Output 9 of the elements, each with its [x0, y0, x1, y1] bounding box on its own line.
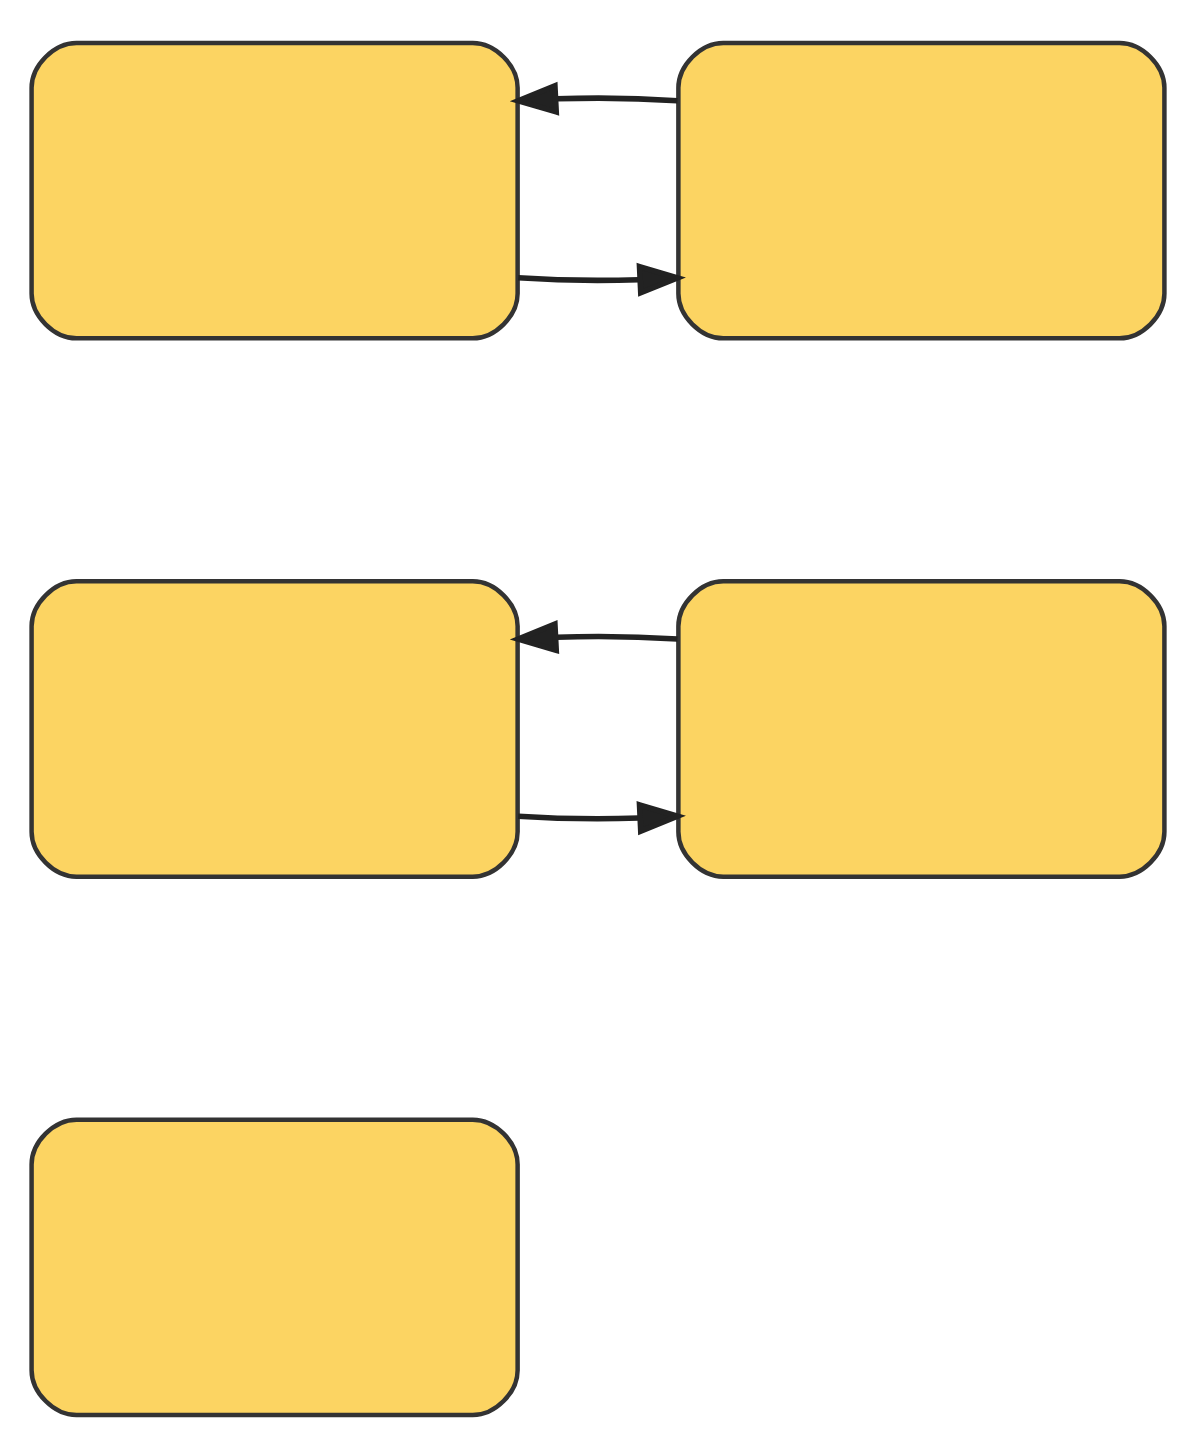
- node-box: [29, 1116, 520, 1417]
- arrow: [518, 800, 686, 835]
- node-box: [676, 578, 1167, 878]
- node-box: [29, 578, 520, 878]
- node-box: [676, 39, 1167, 340]
- arrow: [509, 80, 678, 115]
- arrow: [509, 619, 678, 654]
- arrow: [518, 261, 686, 296]
- node-box: [29, 39, 520, 340]
